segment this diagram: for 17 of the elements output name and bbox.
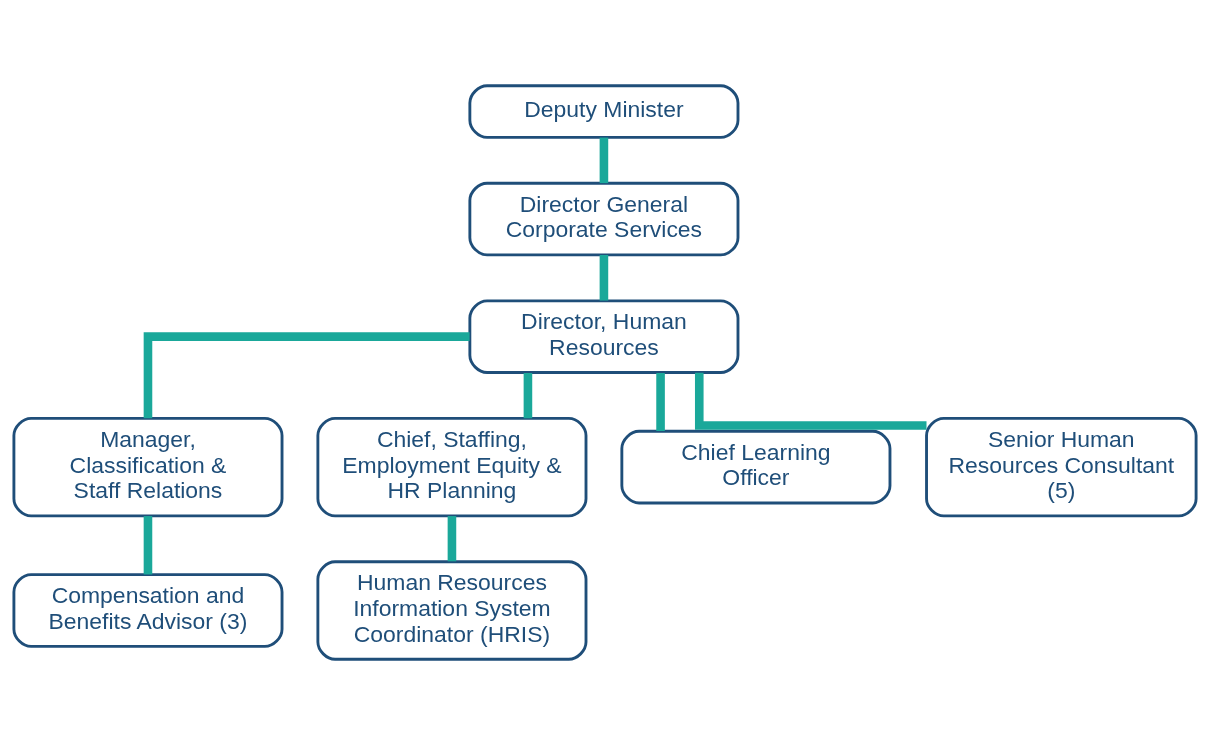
node-box: Senior Human Resources Consultant (5) — [925, 416, 1198, 518]
connector — [447, 516, 457, 562]
node-box: Compensation and Benefits Advisor (3) — [12, 573, 284, 648]
node-box: Manager, Classification & Staff Relations — [12, 416, 284, 518]
node-box: Chief, Staffing, Employment Equity & HR Planning — [316, 416, 588, 518]
node-box: Director General Corporate Services — [468, 181, 740, 257]
node-box: Human Resources Information System Coordinator (HRIS) — [316, 560, 588, 661]
node-box: Chief Learning Officer — [620, 429, 892, 505]
connector — [523, 373, 533, 419]
connector — [599, 255, 609, 301]
connector — [656, 373, 665, 431]
connector — [599, 137, 609, 184]
connector — [143, 516, 153, 575]
node-box: Deputy Minister — [468, 84, 740, 139]
connector — [143, 332, 470, 419]
connector — [694, 372, 927, 430]
node-box: Director, Human Resources — [468, 299, 740, 374]
